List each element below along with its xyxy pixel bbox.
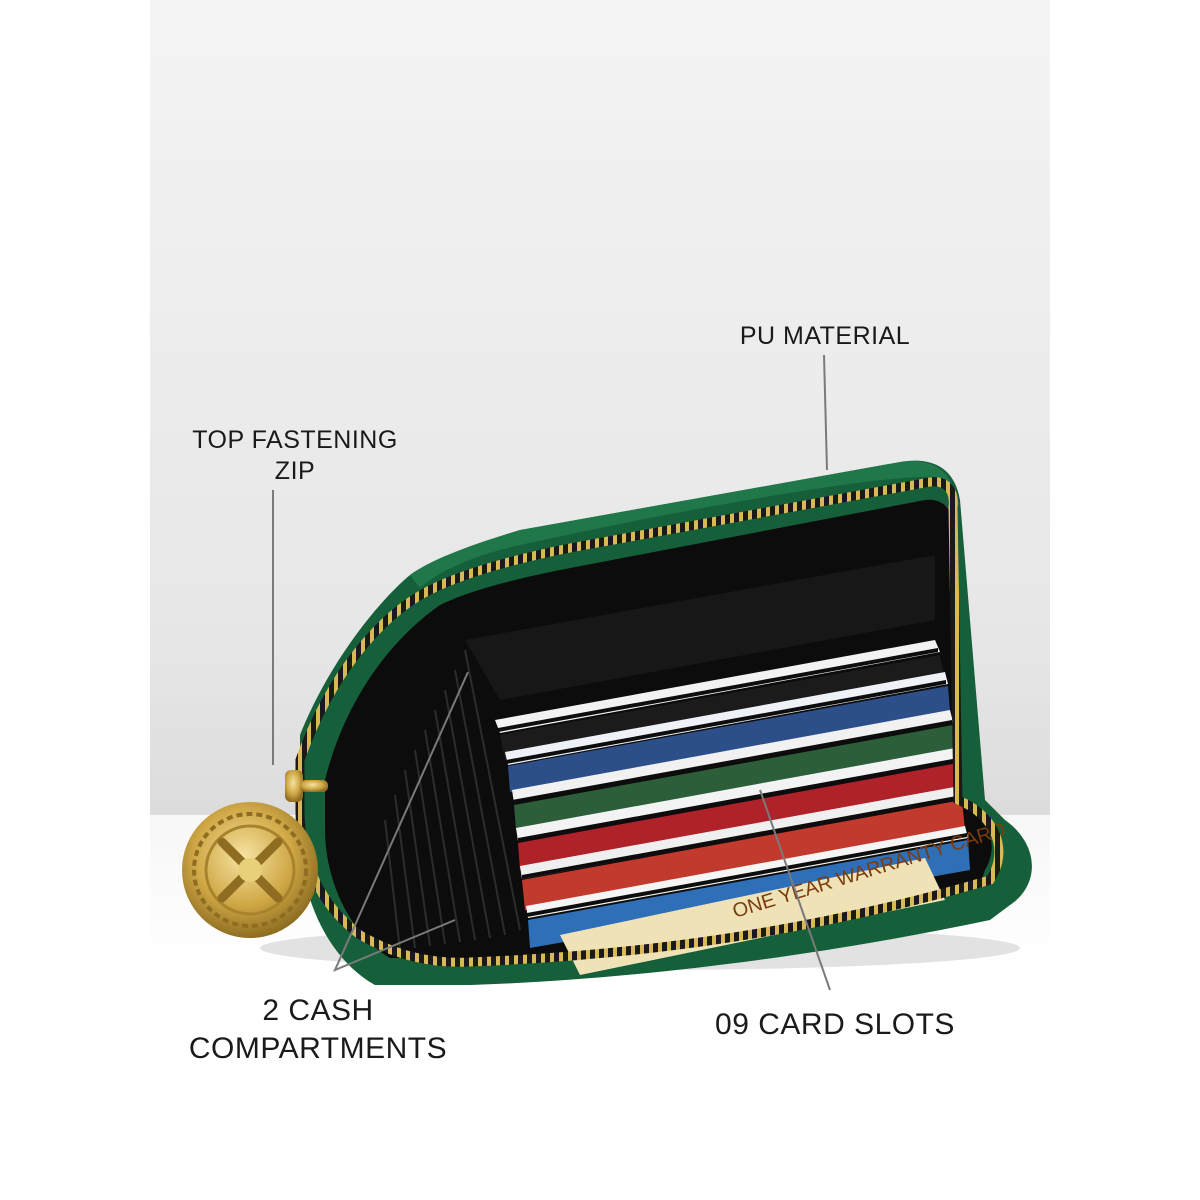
cash-callout-line xyxy=(333,671,469,972)
slot-dividers xyxy=(498,648,967,917)
card-slots-label: 09 CARD SLOTS xyxy=(715,1008,955,1041)
top-fastening-zip-label: TOP FASTENING ZIP xyxy=(170,425,420,487)
cards-callout-line xyxy=(759,789,831,991)
accordion-pleats xyxy=(384,649,521,951)
zip-pull xyxy=(285,770,328,802)
pu-material-label: PU MATERIAL xyxy=(739,322,911,350)
cash-compartments-label: 2 CASH COMPARTMENTS xyxy=(178,992,458,1068)
pu-callout-line xyxy=(823,354,828,471)
shell-highlight xyxy=(410,460,952,588)
cash-label-line2: COMPARTMENTS xyxy=(188,1032,448,1065)
back-pocket xyxy=(465,555,935,700)
callout-lines xyxy=(272,354,831,991)
zipper xyxy=(295,477,1004,967)
zip-label-line1: TOP FASTENING xyxy=(192,426,398,454)
logo-charm xyxy=(182,802,318,938)
cash-label-line1: 2 CASH xyxy=(262,994,374,1027)
zip-label-line2: ZIP xyxy=(274,457,316,485)
